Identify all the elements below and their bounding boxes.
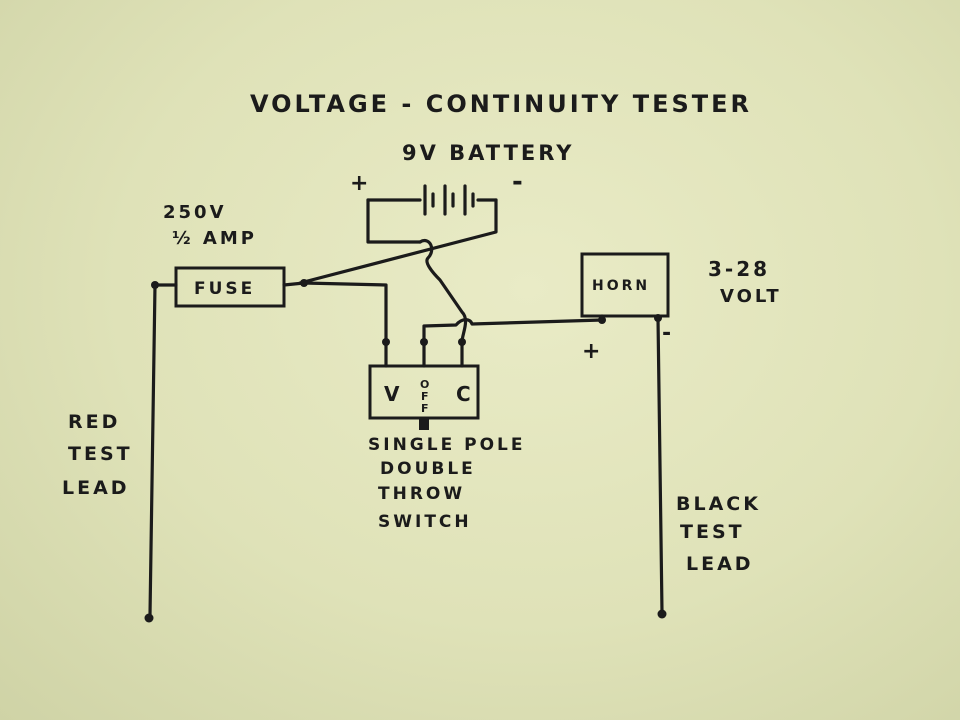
diagram-title: VOLTAGE - CONTINUITY TESTER: [250, 90, 752, 118]
fuse-rating-voltage: 250V: [163, 202, 227, 223]
horn-label: HORN: [592, 278, 650, 294]
horn-minus-sign: -: [662, 321, 674, 346]
switch-c-label: C: [456, 382, 474, 406]
black-lead-label-1: BLACK: [676, 493, 761, 515]
horn-rating-voltage: 3-28: [708, 257, 770, 281]
switch-caption-4: SWITCH: [378, 512, 472, 532]
battery-symbol: [366, 184, 498, 216]
switch-toggle-lever: [419, 418, 429, 430]
red-lead-label-1: RED: [68, 411, 120, 433]
switch-to-horn-wire: [422, 318, 604, 344]
switch-caption-3: THROW: [378, 484, 465, 504]
battery-to-switch-c-wire: [418, 239, 468, 344]
red-lead-label-3: LEAD: [62, 477, 130, 499]
horn-box: [580, 252, 670, 318]
red-test-lead-probe: [144, 613, 154, 623]
switch-caption-2: DOUBLE: [380, 459, 476, 479]
fuse-label: FUSE: [194, 279, 255, 299]
black-lead-label-2: TEST: [680, 521, 745, 543]
black-test-lead-probe: [657, 609, 667, 619]
red-test-lead-wire: [148, 283, 157, 617]
battery-minus-sign: -: [512, 167, 526, 197]
switch-off-label-f2: F: [421, 402, 432, 415]
black-lead-label-3: LEAD: [686, 553, 754, 575]
switch-off-label-o: O: [420, 378, 432, 391]
horn-rating-unit: VOLT: [720, 286, 782, 307]
black-test-lead-wire: [656, 316, 664, 614]
battery-positive-wire: [366, 198, 422, 244]
battery-plus-sign: +: [350, 171, 371, 196]
switch-terminal-c: [458, 338, 466, 346]
battery-negative-wire: [298, 198, 498, 285]
red-lead-label-2: TEST: [68, 443, 133, 465]
switch-caption-1: SINGLE POLE: [368, 435, 525, 455]
switch-v-label: V: [384, 382, 402, 406]
fuse-rating-amp: ½ AMP: [172, 228, 257, 249]
switch-off-label-f1: F: [421, 390, 432, 403]
fuse-box: [174, 266, 286, 308]
battery-label: 9V BATTERY: [402, 141, 575, 165]
fuse-to-switch-v-wire: [302, 281, 388, 344]
horn-plus-sign: +: [582, 339, 603, 364]
switch-terminal-v: [382, 338, 390, 346]
